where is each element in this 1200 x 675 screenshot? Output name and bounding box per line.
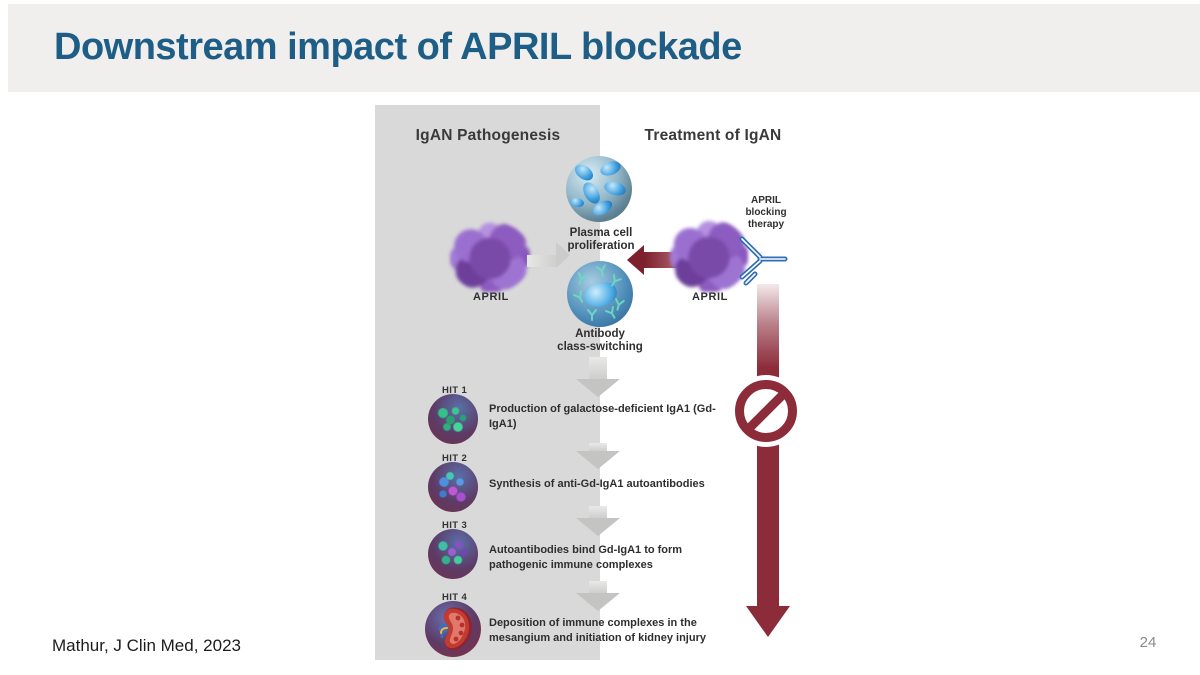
left-column-heading: IgAN Pathogenesis (415, 127, 561, 144)
hit2-image (428, 462, 478, 512)
pathogenesis-panel (375, 105, 600, 660)
april-protein-image-left (450, 222, 530, 292)
hit1-image (428, 394, 478, 444)
plasma-cell-icon (598, 158, 623, 179)
plasma-cell-image (566, 156, 632, 222)
hit2-text: Synthesis of anti-Gd-IgA1 autoantibodies (489, 478, 705, 490)
blockade-arrowhead-icon (746, 606, 790, 637)
blockade-left-arrow-icon (627, 245, 677, 275)
plasma-cell-icon (569, 196, 585, 209)
hit3-tag: HIT 3 (442, 520, 468, 531)
right-arrow-icon (527, 242, 571, 274)
hit3-image (428, 529, 478, 579)
antibody-class-switching-image (567, 261, 633, 327)
april-protein-image-right (670, 220, 748, 292)
april-label-right: APRIL (692, 291, 728, 303)
plasma-cell-label: Plasma cell proliferation (567, 227, 635, 253)
hit1-tag: HIT 1 (442, 385, 468, 396)
right-column-heading: Treatment of IgAN (644, 127, 782, 144)
citation: Mathur, J Clin Med, 2023 (52, 636, 241, 655)
antibody-class-switching-label: Antibody class-switching (557, 328, 643, 354)
no-entry-icon (735, 380, 797, 442)
hit3-text: Autoantibodies bind Gd-IgA1 to form path… (489, 544, 683, 571)
antibody-icon (739, 236, 788, 286)
kidney-icon (438, 607, 473, 651)
title-band (8, 4, 1200, 92)
page-number: 24 (1139, 634, 1157, 651)
antibody-glyphs (573, 264, 625, 321)
slide-title: Downstream impact of APRIL blockade (54, 26, 742, 68)
plasma-cell-icon (602, 179, 628, 198)
hit1-text: Production of galactose-deficient IgA1 (… (489, 403, 716, 430)
april-label-left: APRIL (473, 291, 509, 303)
hit4-image (425, 601, 481, 657)
blockade-arrow-shaft (757, 284, 779, 608)
hit2-tag: HIT 2 (442, 453, 468, 464)
plasma-cell-icon (572, 161, 596, 184)
hit4-text: Deposition of immune complexes in the me… (489, 617, 706, 644)
april-blocking-therapy-label: APRIL blocking therapy (745, 195, 787, 230)
hit4-tag: HIT 4 (442, 592, 468, 603)
